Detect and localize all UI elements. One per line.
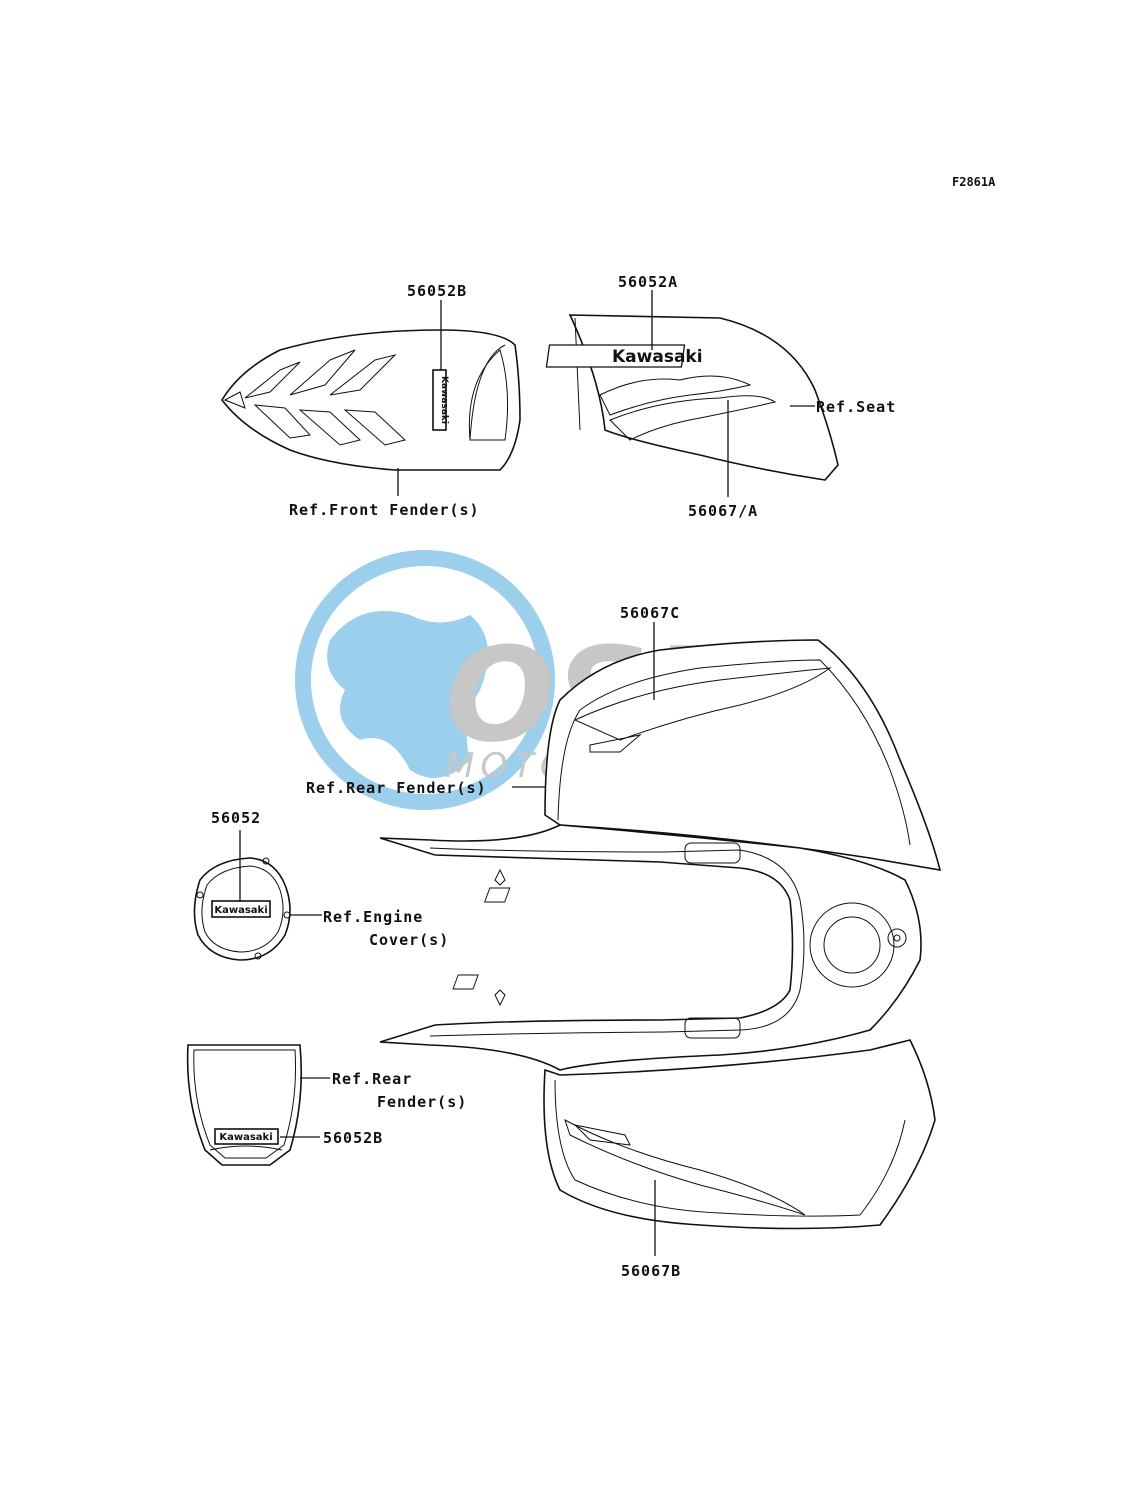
label-rear-fender-ref: Ref.Rear Fender(s)	[306, 779, 487, 797]
fuel-cap-outer	[809, 902, 895, 988]
label-rear-ref-2: Fender(s)	[377, 1093, 467, 1111]
front-decal-text: Kawasaki	[439, 376, 449, 424]
label-engine-ref-1: Ref.Engine	[323, 908, 423, 926]
rear-plate-decal-text: Kawasaki	[219, 1132, 272, 1143]
engine-decal-text: Kawasaki	[214, 905, 267, 916]
seat-decal-text: Kawasaki	[612, 347, 703, 367]
rear-plate-decal-rect	[214, 1128, 279, 1145]
rear-fender-drawing	[379, 639, 942, 1230]
label-engine-ref-2: Cover(s)	[369, 931, 449, 949]
seat-panel-drawing: Kawasaki	[545, 314, 839, 481]
label-seat-stripe: 56067/A	[688, 502, 758, 520]
engine-cover-drawing: Kawasaki	[193, 857, 291, 961]
seat-decal-rect	[545, 344, 686, 368]
front-fender-drawing: Kawasaki	[221, 329, 521, 471]
rear-fender-grip-lower	[684, 1017, 741, 1039]
rear-fender-grip-upper	[684, 842, 741, 864]
front-decal-rect	[432, 369, 447, 431]
label-rear-small-decal: 56052B	[323, 1129, 383, 1147]
label-rear-stripe-upper: 56067C	[620, 604, 680, 622]
label-engine-decal: 56052	[211, 809, 261, 827]
label-seat-decal: 56052A	[618, 273, 678, 291]
rear-plate-drawing: Kawasaki	[186, 1044, 303, 1166]
engine-decal-rect	[211, 900, 271, 918]
watermark-ring-icon	[295, 550, 555, 810]
watermark-globe-icon	[327, 610, 488, 778]
label-front-fender-ref: Ref.Front Fender(s)	[289, 501, 480, 519]
label-rear-stripe-lower: 56067B	[621, 1262, 681, 1280]
label-seat-ref: Ref.Seat	[816, 398, 896, 416]
figure-code: F2861A	[952, 175, 996, 189]
label-front-decal: 56052B	[407, 282, 467, 300]
fuel-cap-inner	[823, 916, 881, 974]
label-rear-ref-1: Ref.Rear	[332, 1070, 412, 1088]
